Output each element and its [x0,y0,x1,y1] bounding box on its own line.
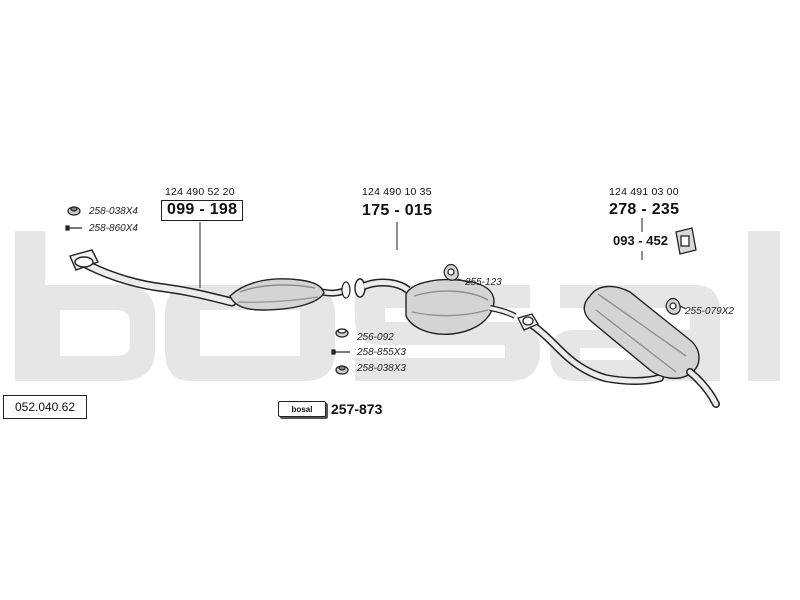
mounting-kit-logo: bosal [278,401,326,417]
accessory-clamp-front: 258-038X4 [89,206,138,217]
front-outlet-flange [341,281,351,299]
bolt-icon [331,349,350,355]
mounting-kit-part-number[interactable]: 257-873 [331,401,383,417]
rubber-hanger-icon [443,263,459,281]
accessory-bolt-front: 258-860X4 [89,223,138,234]
bolt-icon [65,225,82,231]
accessory-clamp-mid: 258-038X3 [357,363,406,374]
accessory-hanger-rear: 255-079X2 [685,306,734,317]
clamp-icon [67,206,81,216]
oe-number-front-pipe: 124 490 52 20 [165,186,235,198]
rear-muffler-drawing [583,285,720,408]
oe-number-center-muffler: 124 490 10 35 [362,186,432,198]
part-number-rear-muffler[interactable]: 278 - 235 [609,201,680,218]
bracket-drawing [675,227,697,255]
clamp-icon [335,365,349,375]
accessory-gasket: 256-092 [357,332,394,343]
front-flange [69,249,99,271]
accessory-bolt-mid: 258-855X3 [357,347,406,358]
accessory-hanger-mid: 255-123 [465,277,502,288]
oe-number-rear-muffler: 124 491 03 00 [609,186,679,198]
part-number-front-pipe[interactable]: 099 - 198 [161,200,244,221]
center-muffler-drawing [354,278,517,335]
part-number-center-muffler[interactable]: 175 - 015 [362,202,433,219]
rubber-hanger-icon [665,297,681,315]
front-catalytic-drawing [229,278,325,311]
rear-pipe-drawing [524,318,664,385]
part-number-bracket[interactable]: 093 - 452 [613,233,668,248]
gasket-icon [335,328,349,338]
rear-flange [517,313,539,331]
leader-lines [199,218,687,310]
diagram-id-label: 052.040.62 [3,395,87,419]
